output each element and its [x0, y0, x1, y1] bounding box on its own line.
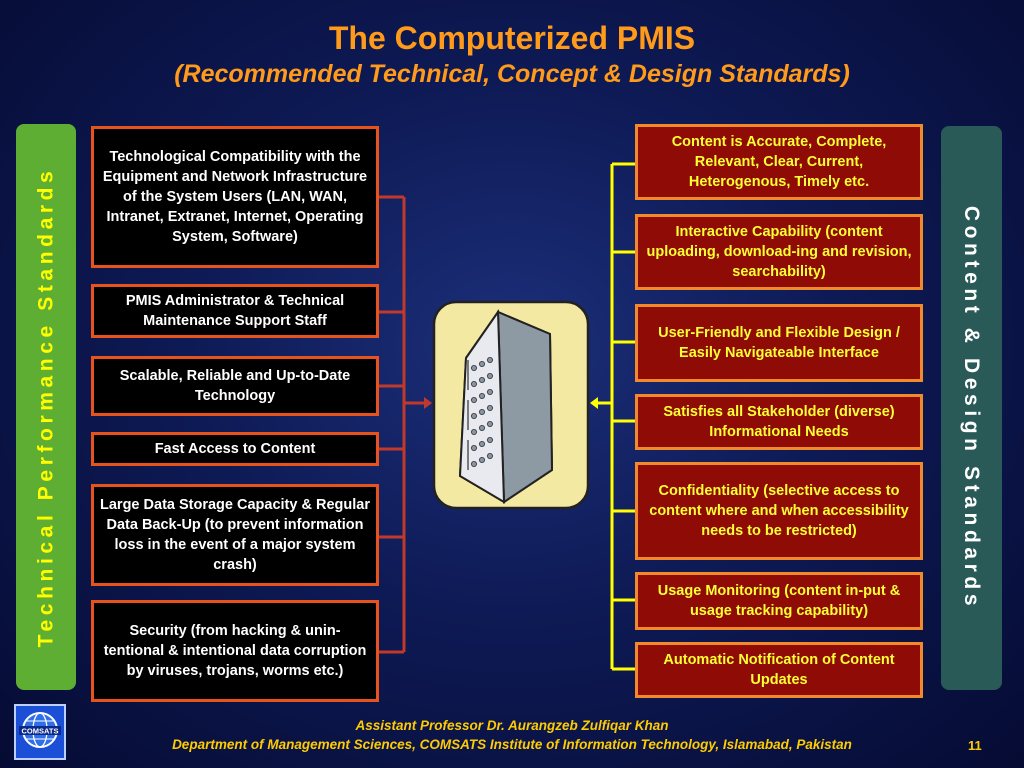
content-design-banner: Content & Design Standards — [941, 126, 1002, 690]
left-item-2: PMIS Administrator & Technical Maintenan… — [91, 284, 379, 338]
left-item-1: Technological Compatibility with the Equ… — [91, 126, 379, 268]
footer-department: Department of Management Sciences, COMSA… — [172, 737, 852, 752]
right-item-2: Interactive Capability (content uploadin… — [635, 214, 923, 290]
right-item-7: Automatic Notification of Content Update… — [635, 642, 923, 698]
left-item-3: Scalable, Reliable and Up-to-Date Techno… — [91, 356, 379, 416]
page-subtitle: (Recommended Technical, Concept & Design… — [174, 60, 850, 88]
right-arrow-head — [590, 397, 598, 409]
page-title: The Computerized PMIS — [328, 20, 696, 56]
right-item-3: User-Friendly and Flexible Design / Easi… — [635, 304, 923, 382]
page-number: 11 — [968, 738, 982, 753]
footer-author: Assistant Professor Dr. Aurangzeb Zulfiq… — [355, 718, 669, 733]
logo-text: COMSATS — [22, 727, 59, 736]
left-item-4: Fast Access to Content — [91, 432, 379, 466]
computer-server-icon — [432, 300, 590, 510]
technical-performance-banner: Technical Performance Standards — [16, 124, 76, 690]
left-item-5: Large Data Storage Capacity & Regular Da… — [91, 484, 379, 586]
right-item-1: Content is Accurate, Complete, Relevant,… — [635, 124, 923, 200]
left-item-6: Security (from hacking & unin-tentional … — [91, 600, 379, 702]
right-item-6: Usage Monitoring (content in-put & usage… — [635, 572, 923, 630]
left-arrow-head — [424, 397, 432, 409]
comsats-logo: COMSATS — [14, 704, 66, 760]
right-item-4: Satisfies all Stakeholder (diverse) Info… — [635, 394, 923, 450]
right-item-5: Confidentiality (selective access to con… — [635, 462, 923, 560]
